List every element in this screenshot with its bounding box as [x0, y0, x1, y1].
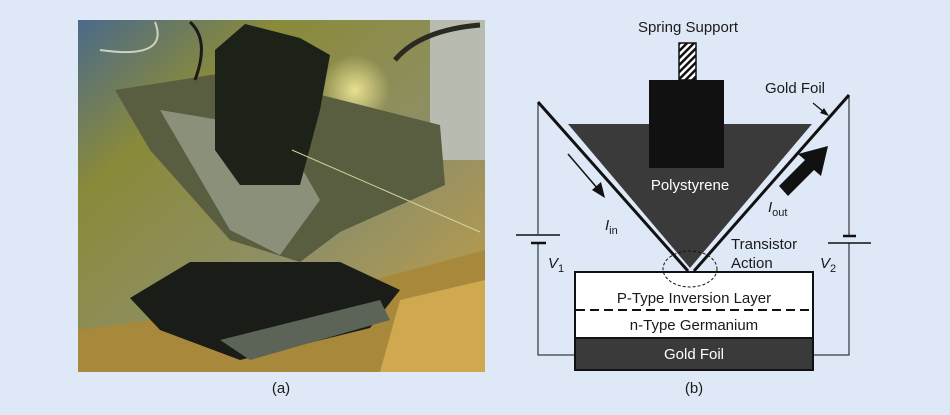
transistor-action-label-2: Action	[731, 255, 773, 272]
photo-transistor	[78, 20, 485, 372]
support-block	[649, 80, 724, 168]
i-out-label: Iout	[768, 199, 787, 219]
gold-foil-top-label: Gold Foil	[765, 80, 825, 97]
wire-right-bottom	[813, 243, 850, 356]
caption-b: (b)	[685, 380, 703, 397]
gold-foil-base-label: Gold Foil	[664, 346, 724, 363]
gold-foil-pointer-head	[820, 108, 829, 116]
caption-a: (a)	[272, 380, 290, 397]
polystyrene-label: Polystyrene	[651, 177, 729, 194]
wire-left-bottom	[537, 243, 575, 356]
i-out-arrow	[779, 146, 828, 196]
i-in-label: Iin	[605, 217, 618, 237]
gold-foil-base	[574, 337, 814, 371]
spring-support-label: Spring Support	[638, 19, 739, 36]
p-type-label: P-Type Inversion Layer	[617, 290, 771, 307]
n-type-label: n-Type Germanium	[630, 317, 758, 334]
gold-foil-contact-left	[536, 101, 690, 272]
spring-support	[678, 42, 697, 81]
v1-label: V1	[548, 255, 564, 275]
germanium-block	[574, 271, 814, 339]
i-in-arrow	[567, 153, 599, 190]
v2-label: V2	[820, 255, 836, 275]
i-in-arrowhead	[592, 182, 605, 198]
transistor-action-region	[662, 250, 718, 288]
transistor-action-label-1: Transistor	[731, 236, 797, 253]
gold-foil-contact-right	[692, 94, 851, 272]
polystyrene-wedge	[568, 124, 812, 268]
